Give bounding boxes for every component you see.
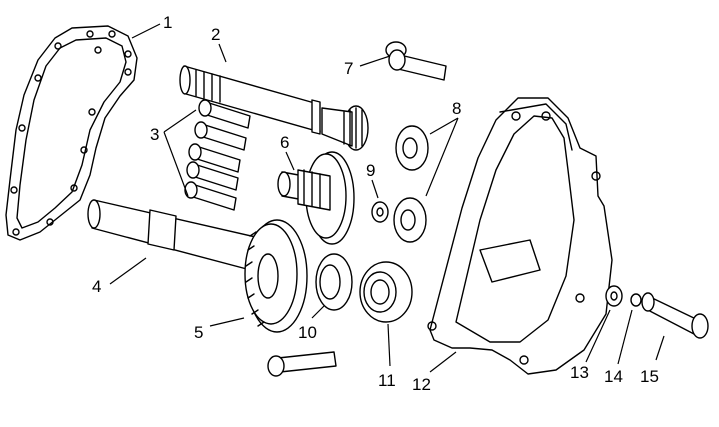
callout-14: 14 bbox=[604, 367, 623, 386]
callout-12: 12 bbox=[412, 375, 431, 394]
callout-5: 5 bbox=[194, 323, 203, 342]
callout-2: 2 bbox=[211, 25, 220, 44]
callout-3: 3 bbox=[150, 125, 159, 144]
bearing-pair-part bbox=[393, 125, 429, 243]
output-shaft-part bbox=[87, 199, 265, 273]
oil-seal-part bbox=[315, 253, 353, 311]
washer-part bbox=[371, 201, 389, 223]
nut-part bbox=[605, 285, 623, 307]
callout-4: 4 bbox=[92, 277, 101, 296]
lower-bolt-part bbox=[267, 351, 337, 377]
flange-bolt-part bbox=[385, 41, 447, 81]
ball-bearing-part bbox=[359, 261, 413, 323]
callout-1: 1 bbox=[163, 13, 172, 32]
double-gear-part bbox=[277, 151, 355, 245]
housing-cover-part bbox=[427, 97, 613, 375]
callout-labels: 1 2 3 4 5 6 7 8 9 10 11 12 13 14 15 bbox=[92, 13, 659, 394]
shaft-pin-part bbox=[641, 292, 709, 339]
large-gear-part bbox=[244, 219, 308, 333]
callout-11: 11 bbox=[378, 371, 396, 390]
callout-10: 10 bbox=[298, 323, 317, 342]
leader-lines bbox=[109, 23, 665, 373]
callout-7: 7 bbox=[344, 59, 353, 78]
callout-6: 6 bbox=[280, 133, 289, 152]
gasket-part bbox=[5, 25, 138, 241]
callout-8: 8 bbox=[452, 99, 461, 118]
callout-9: 9 bbox=[366, 161, 375, 180]
callout-13: 13 bbox=[570, 363, 589, 382]
small-washer-part bbox=[630, 293, 642, 307]
input-shaft-part bbox=[179, 65, 369, 151]
bolt-set-part bbox=[184, 99, 251, 211]
callout-15: 15 bbox=[640, 367, 659, 386]
